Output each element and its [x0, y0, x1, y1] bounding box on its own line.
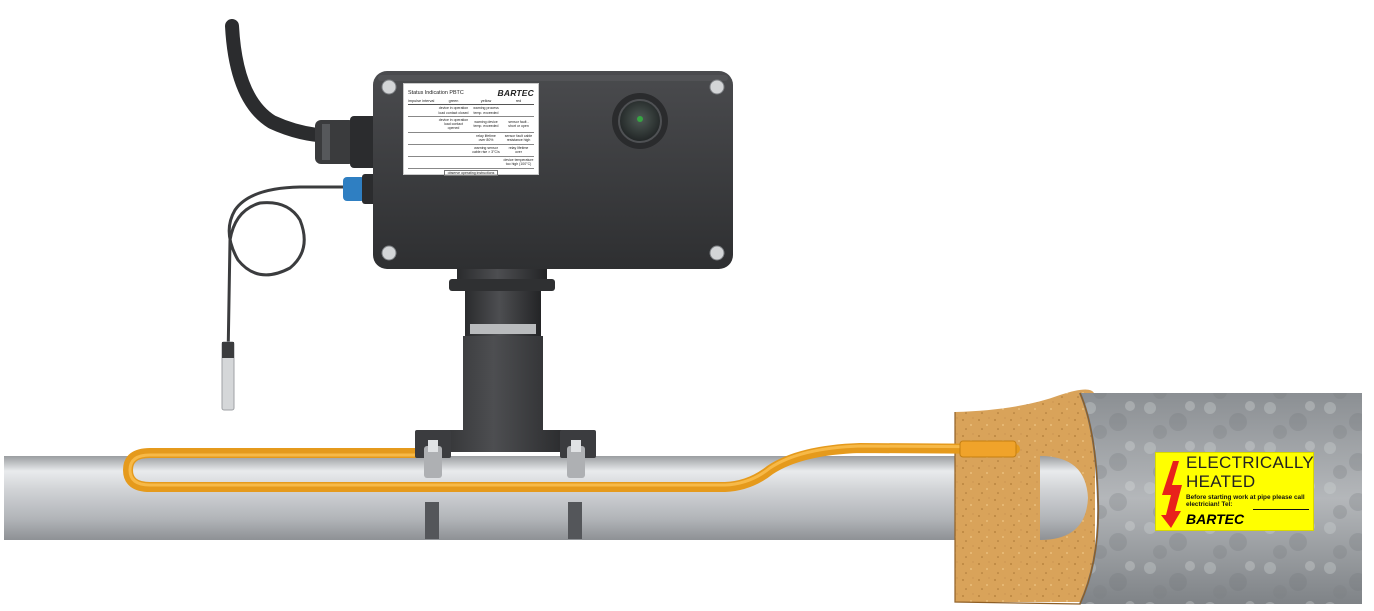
panel-row: device temperature too high (100°C) [408, 157, 534, 169]
panel-cell: warning sensor cable rise > 3°C/s [472, 145, 500, 155]
panel-rows: device in operation load contact closed w… [408, 105, 534, 169]
panel-cell: relay lifetime over [508, 145, 529, 155]
phone-line [1253, 509, 1309, 510]
panel-row: relay lifetime over 80% sensor fault cabl… [408, 133, 534, 145]
panel-cell: device temperature too high (100°C) [503, 157, 534, 167]
panel-cell: device in operation load contact opened [438, 118, 469, 131]
panel-cell: sensor fault cable resistance high [504, 133, 533, 143]
column-header: yellow [480, 99, 492, 103]
panel-column-headers: impulse interval green yellow red [408, 99, 534, 105]
column-header: red [515, 99, 522, 103]
panel-brand-logo: BARTEC [497, 87, 534, 98]
cable-gland-power [315, 116, 380, 168]
status-indication-panel: Status Indication PBTC BARTEC impulse in… [403, 83, 539, 176]
warning-line3: Before starting work at pipe please call… [1186, 494, 1305, 508]
warning-label: ELECTRICALLY HEATED Before starting work… [1155, 452, 1314, 531]
panel-cell: warning process temp. exceeded [473, 106, 499, 115]
pipe-band-left [425, 502, 439, 539]
column-header: green [448, 99, 459, 103]
panel-footer: observe operating instructions [408, 169, 534, 176]
column-header: impulse interval [408, 99, 435, 103]
pipe-band-right [568, 502, 582, 539]
panel-cell: sensor fault - short or open [508, 120, 529, 129]
panel-cell: relay lifetime over 80% [476, 133, 496, 143]
warning-brand-logo: BARTEC [1186, 511, 1245, 527]
sensor-cable [226, 185, 354, 362]
power-cable [225, 19, 337, 143]
warning-line1: ELECTRICALLY [1186, 453, 1314, 472]
heating-cable [123, 443, 1020, 492]
warning-line2: HEATED [1186, 472, 1256, 491]
panel-cell: warning device temp. exceeded [473, 120, 499, 129]
enclosure-screw [381, 79, 397, 95]
panel-cell: device in operation load contact closed [438, 106, 469, 115]
enclosure-screw [709, 79, 725, 95]
panel-title: Status Indication PBTC [408, 89, 464, 96]
panel-row: warning sensor cable rise > 3°C/s relay l… [408, 145, 534, 157]
status-indicator-lamp [612, 93, 668, 149]
enclosure-screw [709, 245, 725, 261]
panel-row: device in operation load contact opened w… [408, 117, 534, 133]
pipe-mounting-bracket [415, 290, 596, 478]
pipe [4, 456, 1064, 540]
heating-cable-end-seal [959, 440, 1017, 458]
panel-row: device in operation load contact closed w… [408, 105, 534, 117]
enclosure-screw [381, 245, 397, 261]
lightning-bolt-icon [1161, 461, 1182, 528]
